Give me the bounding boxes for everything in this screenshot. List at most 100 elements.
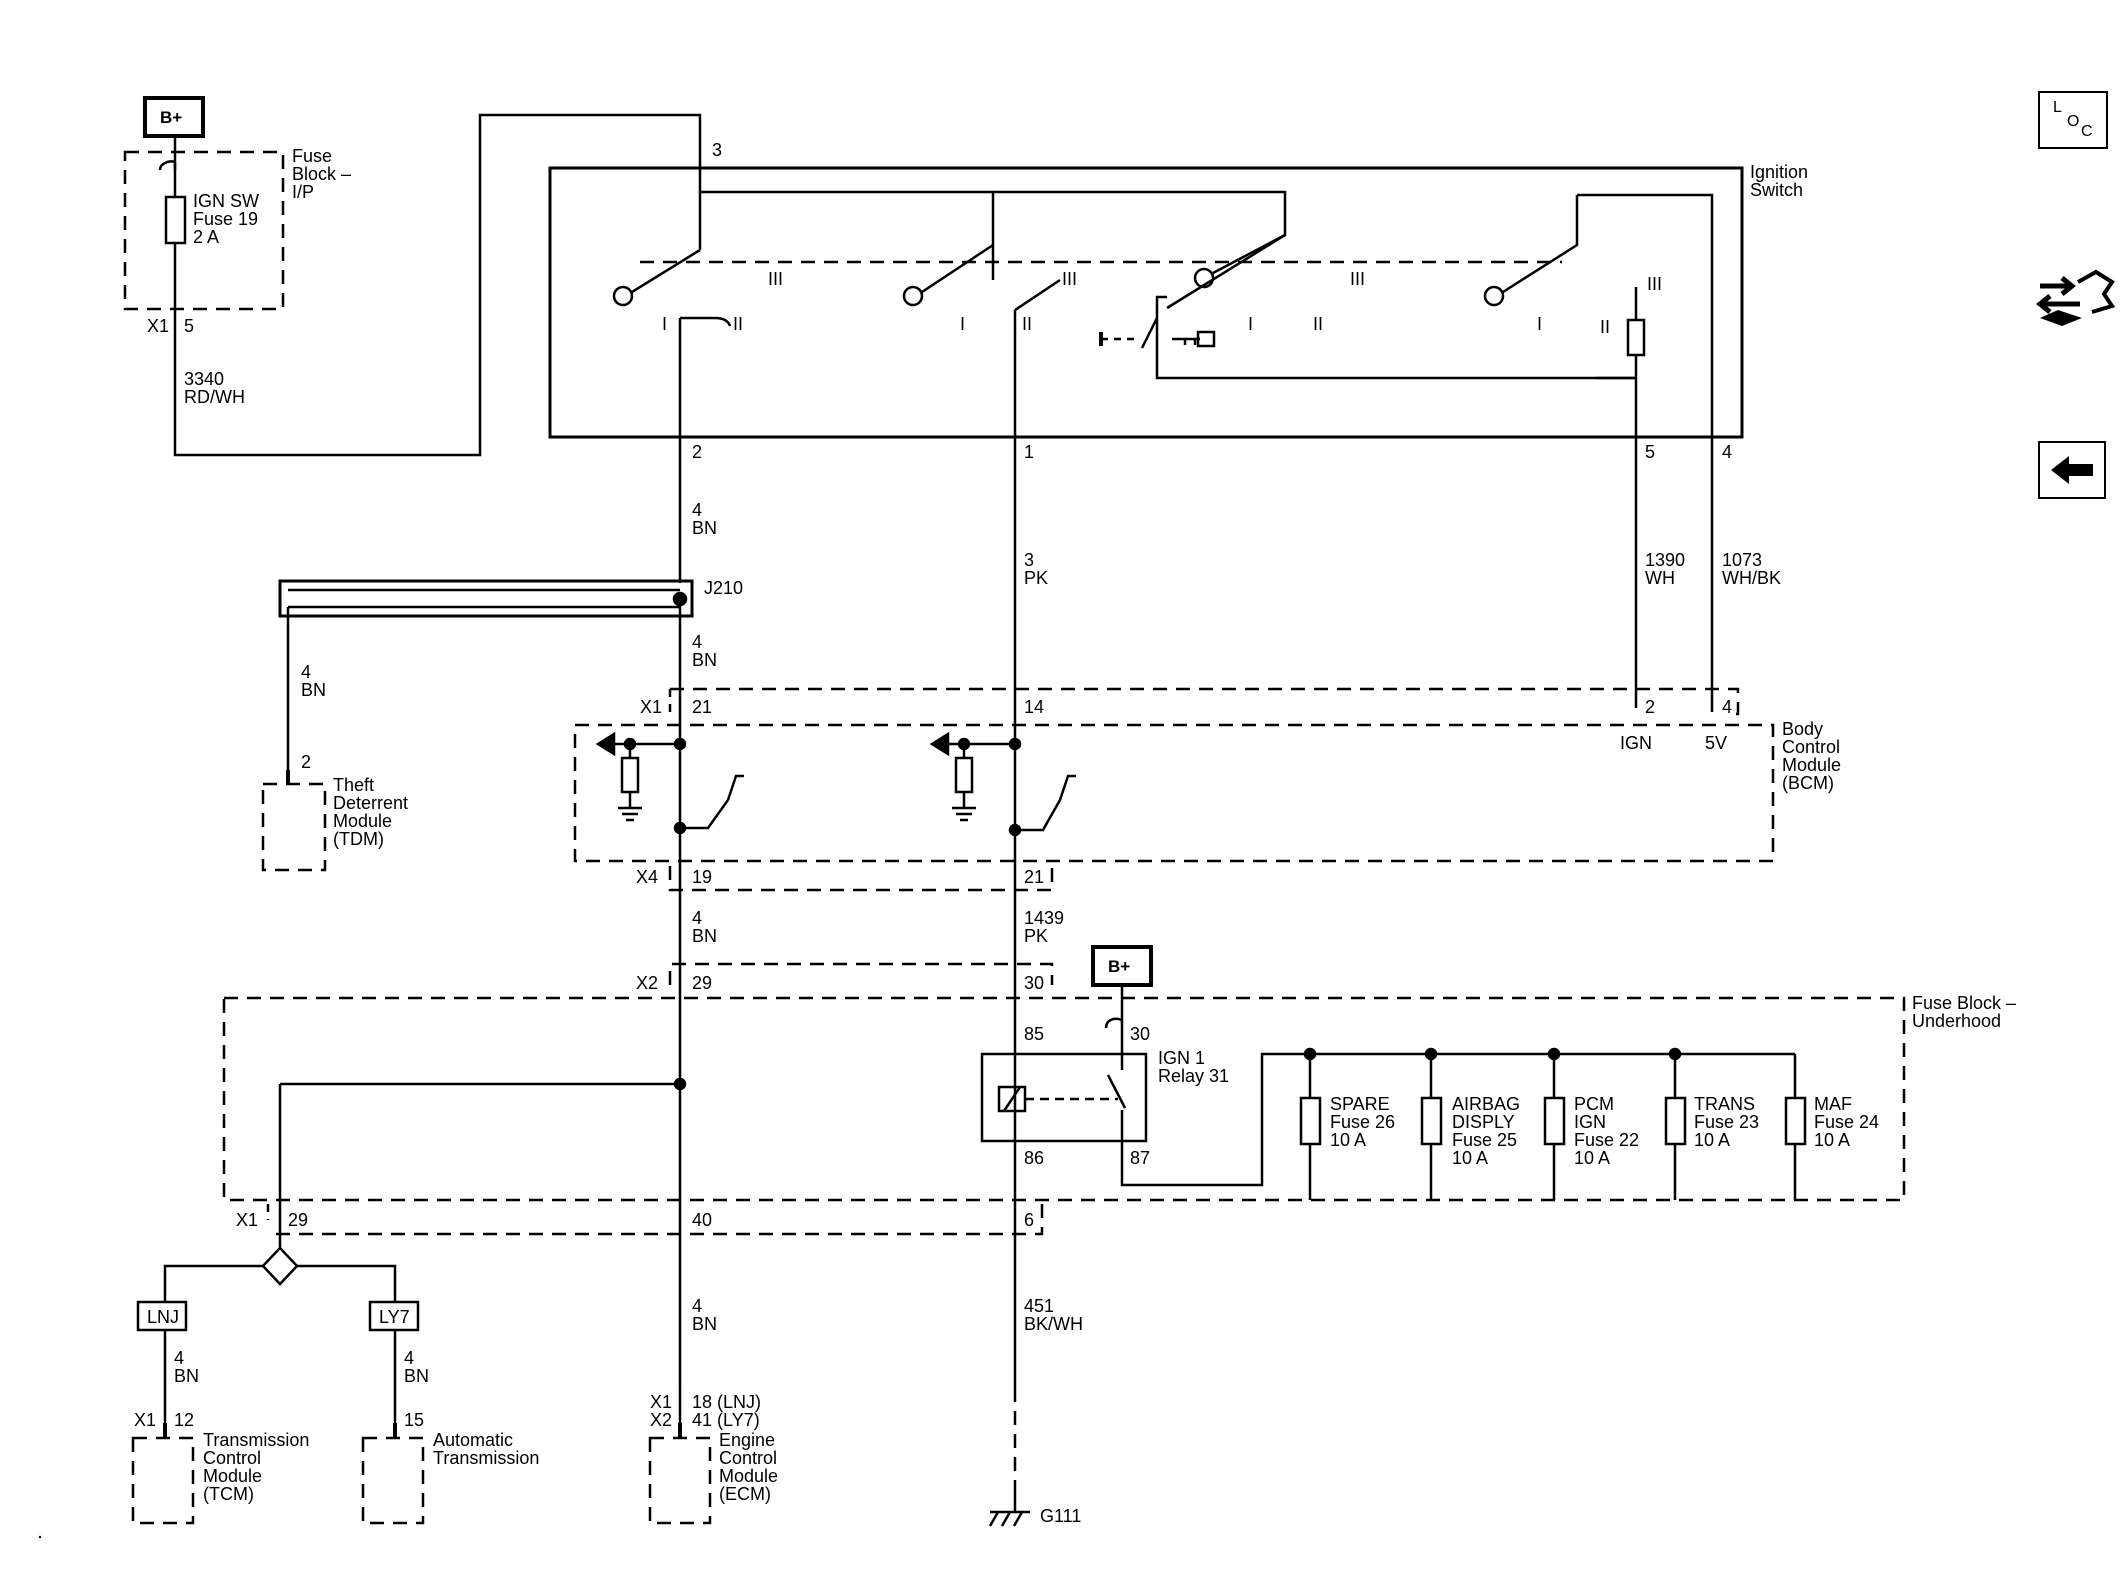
location-button[interactable]: L O C	[2038, 91, 2108, 149]
ecm-x1-connector: X1	[650, 1392, 672, 1412]
fuse-22-label-1: PCM	[1574, 1094, 1614, 1114]
bcm-x1-pin-4: 4	[1722, 697, 1732, 717]
wire-bn-tcm-size: 4	[174, 1348, 184, 1368]
relay-pin-86: 86	[1024, 1148, 1044, 1168]
fuse-25-label-2: DISPLY	[1452, 1112, 1515, 1132]
fuse-23-label-2: Fuse 23	[1694, 1112, 1759, 1132]
auto-trans-title-2: Transmission	[433, 1448, 539, 1468]
ecm-outline	[648, 1436, 712, 1525]
wire-bn-j210-color: BN	[692, 650, 717, 670]
switch-pin-4: 4	[1722, 442, 1732, 462]
relay-pin-30: 30	[1130, 1024, 1150, 1044]
relay-pin-85: 85	[1024, 1024, 1044, 1044]
tcm-connector: X1	[134, 1410, 156, 1430]
switch-pos-6: II	[1022, 314, 1032, 334]
fuse-24-label-2: Fuse 24	[1814, 1112, 1879, 1132]
fuse-23-label-3: 10 A	[1694, 1130, 1730, 1150]
wire-pk-3-size: 3	[1024, 550, 1034, 570]
auto-trans-title-1: Automatic	[433, 1430, 513, 1450]
fuse-24	[1784, 1096, 1807, 1146]
tcm-title-2: Control	[203, 1448, 261, 1468]
fuse-24-label-3: 10 A	[1814, 1130, 1850, 1150]
tdm-pin: 2	[301, 752, 311, 772]
bcm-title-1: Body	[1782, 719, 1823, 739]
wire-3340-color: RD/WH	[184, 387, 245, 407]
bplus-top-label: B+	[160, 108, 182, 127]
wire-bn-tdm-size: 4	[301, 662, 311, 682]
tcm-title-4: (TCM)	[203, 1484, 254, 1504]
back-button[interactable]	[2038, 441, 2106, 499]
ignition-switch-title-2: Switch	[1750, 180, 1803, 200]
switch-pos-10: I	[1537, 314, 1542, 334]
loc-letter-o: O	[2067, 113, 2080, 130]
option-lnj-label: LNJ	[147, 1307, 179, 1327]
fuse-26-label-3: 10 A	[1330, 1130, 1366, 1150]
ecm-title-3: Module	[719, 1466, 778, 1486]
wire-bn-at-size: 4	[404, 1348, 414, 1368]
tdm-title-1: Theft	[333, 775, 374, 795]
fuse-ip-connector: X1	[147, 316, 169, 336]
bcm-x1-pin-2: 2	[1645, 697, 1655, 717]
wire-1439-color: PK	[1024, 926, 1048, 946]
ecm-pin-ly7: 41 (LY7)	[692, 1410, 760, 1430]
bcm-ign-label: IGN	[1620, 733, 1652, 753]
fuse-19-label-2: Fuse 19	[193, 209, 258, 229]
wire-3340-circuit: 3340	[184, 369, 224, 389]
connector-view-button[interactable]	[2030, 258, 2120, 333]
switch-resistor	[1626, 318, 1646, 357]
ign-sw-fuse-19	[164, 195, 187, 245]
wire-1439-circuit: 1439	[1024, 908, 1064, 928]
switch-pos-9: II	[1313, 314, 1323, 334]
connector-tools-icon	[2035, 269, 2116, 326]
relay-title-1: IGN 1	[1158, 1048, 1205, 1068]
bcm-x4-pin-21: 21	[1024, 867, 1044, 887]
bcm-x1-pin-21: 21	[692, 697, 712, 717]
switch-pin-2: 2	[692, 442, 702, 462]
fuse-22-label-2: IGN	[1574, 1112, 1606, 1132]
splice-j210-label: J210	[704, 578, 743, 598]
fb-uh-x1-pin-6: 6	[1024, 1210, 1034, 1230]
wire-bn-upper-size: 4	[692, 500, 702, 520]
switch-pos-4: I	[960, 314, 965, 334]
fb-uh-x1-connector: X1	[236, 1210, 258, 1230]
tdm-outline	[261, 782, 327, 872]
switch-pos-2: I	[662, 314, 667, 334]
bcm-5v-label: 5V	[1705, 733, 1727, 753]
ecm-title-4: (ECM)	[719, 1484, 771, 1504]
fuse-block-ip-outline	[123, 150, 285, 311]
fuse-block-ip-title-1: Fuse	[292, 146, 332, 166]
fuse-22-label-3: Fuse 22	[1574, 1130, 1639, 1150]
wire-bn-tcm-color: BN	[174, 1366, 199, 1386]
bcm-outline	[573, 723, 1775, 863]
tdm-title-4: (TDM)	[333, 829, 384, 849]
fb-uh-title-1: Fuse Block –	[1912, 993, 2016, 1013]
fuse-26-label-2: Fuse 26	[1330, 1112, 1395, 1132]
fb-uh-x1-pin-29: 29	[288, 1210, 308, 1230]
option-lnj-box	[136, 1300, 188, 1332]
fuse-block-ip-title-2: Block –	[292, 164, 351, 184]
wire-1073-circuit: 1073	[1722, 550, 1762, 570]
fuse-25	[1420, 1096, 1443, 1146]
switch-pos-12: II	[1600, 317, 1610, 337]
fuse-22-label-4: 10 A	[1574, 1148, 1610, 1168]
wire-bn-x4-color: BN	[692, 926, 717, 946]
ign-1-relay-31	[980, 1052, 1148, 1143]
ecm-title-2: Control	[719, 1448, 777, 1468]
switch-pos-7: III	[1350, 269, 1365, 289]
fuse-block-ip-title-3: I/P	[292, 182, 314, 202]
wire-bn-ecm-size: 4	[692, 1296, 702, 1316]
fuse-22	[1543, 1096, 1566, 1146]
bcm-x1-connector: X1	[640, 697, 662, 717]
wire-bn-at-color: BN	[404, 1366, 429, 1386]
wire-bn-j210-size: 4	[692, 632, 702, 652]
relay-pin-87: 87	[1130, 1148, 1150, 1168]
loc-letter-l: L	[2053, 99, 2062, 116]
fuse-19-label-3: 2 A	[193, 227, 219, 247]
tcm-outline	[131, 1436, 195, 1525]
option-ly7-label: LY7	[379, 1307, 410, 1327]
fuse-ip-pin: 5	[184, 316, 194, 336]
switch-pos-1: III	[768, 269, 783, 289]
wire-bn-ecm-color: BN	[692, 1314, 717, 1334]
fuse-19-label-1: IGN SW	[193, 191, 259, 211]
fuse-25-label-1: AIRBAG	[1452, 1094, 1520, 1114]
